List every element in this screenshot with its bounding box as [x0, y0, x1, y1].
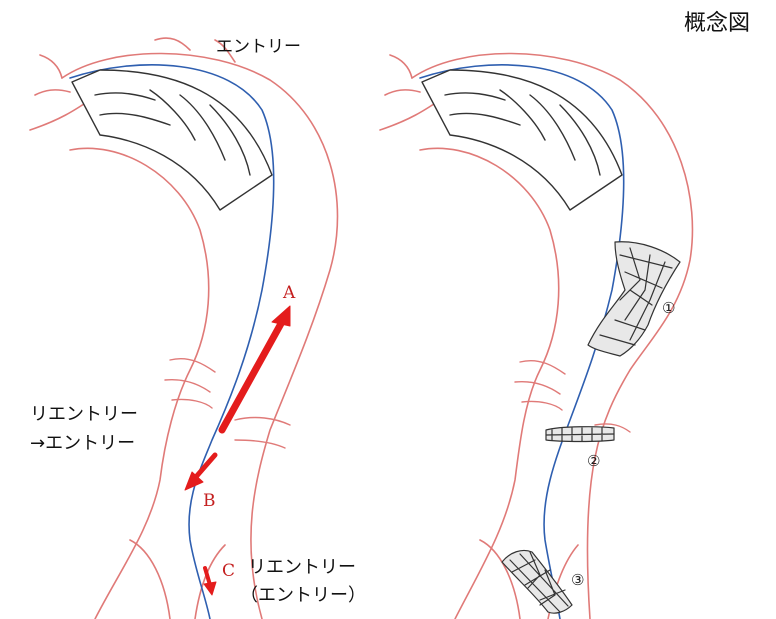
reentry-c-label-line1: リエントリー: [248, 558, 356, 578]
diagram-title: 概念図: [684, 12, 750, 36]
device-2-marker: ②: [587, 453, 600, 470]
left-iliac-branch: [130, 540, 225, 619]
device-3-marker: ③: [571, 572, 584, 589]
arrow-b-label: B: [203, 492, 216, 511]
arrow-c-label: C: [222, 562, 235, 581]
left-flow-arrows: [185, 306, 290, 595]
arrow-c-shaft: [205, 568, 210, 585]
left-aorta-inner-wall: [70, 148, 209, 619]
device-2-plug: [546, 427, 614, 442]
arrow-a-head: [272, 306, 290, 326]
arrow-c-head: [204, 582, 216, 595]
reentry-to-entry-label-line1: リエントリー: [30, 405, 138, 425]
left-arch-stent-graft: [72, 70, 272, 210]
arrow-a-label: A: [283, 284, 295, 303]
device-1-marker: ①: [662, 300, 675, 317]
right-arch-stent-graft: [422, 70, 622, 210]
left-aorta-panel: [30, 38, 338, 619]
device-3-stent: [502, 550, 572, 613]
right-visceral-branch: [515, 361, 630, 432]
entry-label: エントリー: [216, 38, 301, 57]
arrow-a-shaft: [222, 320, 283, 430]
reentry-c-label-line2: （エントリー）: [240, 586, 366, 606]
reentry-to-entry-label-line2: →エントリー: [30, 434, 135, 454]
right-aorta-panel: [380, 53, 692, 619]
